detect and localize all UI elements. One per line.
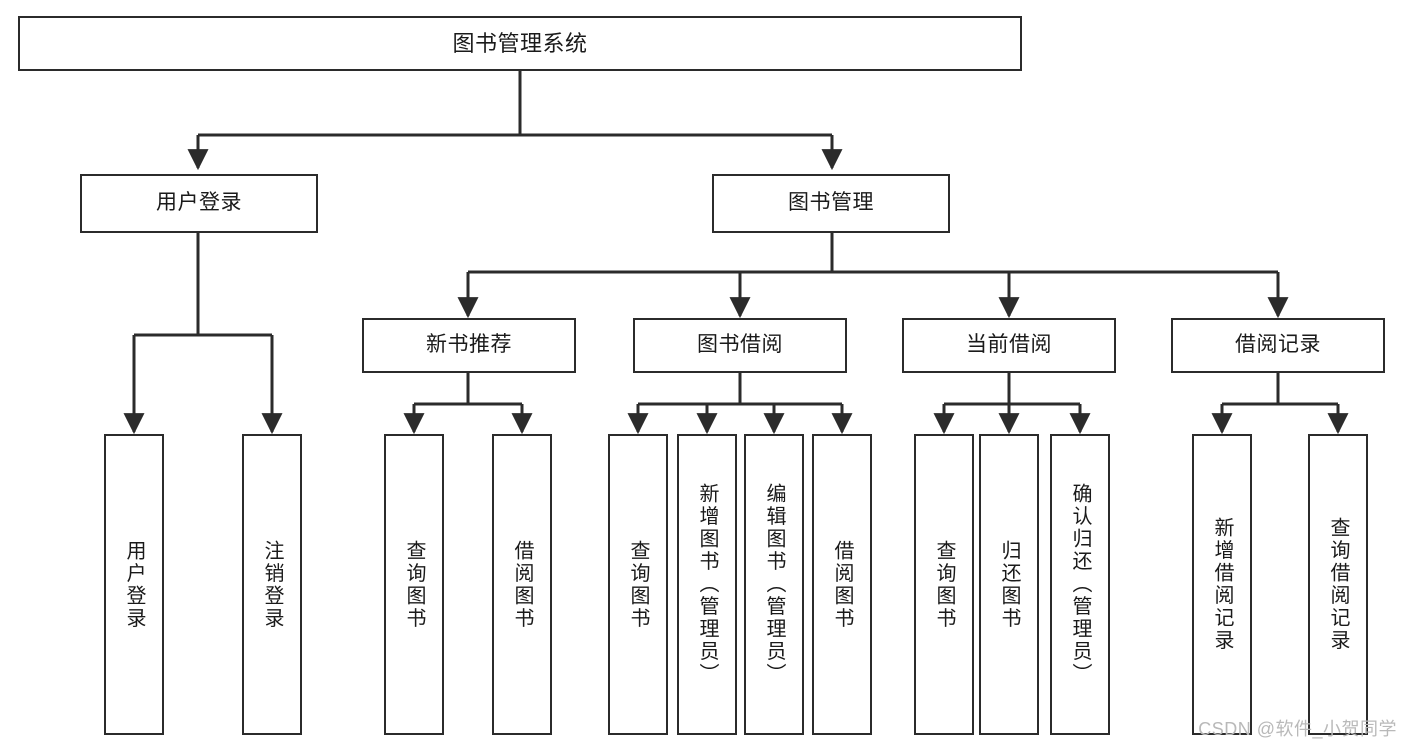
node-leaf-confirm-return-admin[interactable]: 确认归还（管理员） — [1050, 434, 1110, 735]
node-label: 图书借阅 — [697, 333, 783, 357]
node-leaf-query-book-recommend[interactable]: 查询图书 — [384, 434, 444, 735]
node-label: 新书推荐 — [426, 333, 512, 357]
node-label: 编辑图书（管理员） — [763, 483, 785, 686]
node-book-borrow[interactable]: 图书借阅 — [633, 318, 847, 373]
node-label: 当前借阅 — [966, 333, 1052, 357]
node-current-borrow[interactable]: 当前借阅 — [902, 318, 1116, 373]
node-user-login[interactable]: 用户登录 — [80, 174, 318, 233]
node-leaf-user-logout[interactable]: 注销登录 — [242, 434, 302, 735]
node-label: 查询借阅记录 — [1327, 517, 1349, 652]
node-book-management[interactable]: 图书管理 — [712, 174, 950, 233]
node-leaf-user-login[interactable]: 用户登录 — [104, 434, 164, 735]
node-leaf-add-borrow-record[interactable]: 新增借阅记录 — [1192, 434, 1252, 735]
node-label: 查询图书 — [403, 539, 425, 630]
node-label: 新增图书（管理员） — [696, 483, 718, 686]
node-leaf-borrow-book[interactable]: 借阅图书 — [812, 434, 872, 735]
node-leaf-query-book-current[interactable]: 查询图书 — [914, 434, 974, 735]
node-label: 查询图书 — [933, 539, 955, 630]
node-label: 图书管理系统 — [452, 30, 588, 56]
node-new-book-recommend[interactable]: 新书推荐 — [362, 318, 576, 373]
node-label: 新增借阅记录 — [1211, 517, 1233, 652]
node-label: 用户登录 — [123, 539, 145, 630]
node-leaf-return-book[interactable]: 归还图书 — [979, 434, 1039, 735]
node-label: 注销登录 — [261, 539, 283, 630]
node-label: 借阅图书 — [511, 539, 533, 630]
node-leaf-borrow-book-recommend[interactable]: 借阅图书 — [492, 434, 552, 735]
node-label: 归还图书 — [998, 539, 1020, 630]
node-label: 借阅记录 — [1235, 333, 1321, 357]
node-label: 确认归还（管理员） — [1069, 483, 1091, 686]
node-leaf-query-borrow-record[interactable]: 查询借阅记录 — [1308, 434, 1368, 735]
node-label: 图书管理 — [788, 191, 874, 215]
csdn-watermark: CSDN @软件_小贺同学 — [1198, 719, 1397, 739]
node-leaf-query-book-borrow[interactable]: 查询图书 — [608, 434, 668, 735]
node-leaf-edit-book-admin[interactable]: 编辑图书（管理员） — [744, 434, 804, 735]
node-label: 用户登录 — [156, 191, 242, 215]
node-borrow-record[interactable]: 借阅记录 — [1171, 318, 1385, 373]
node-root-system[interactable]: 图书管理系统 — [18, 16, 1022, 71]
node-leaf-add-book-admin[interactable]: 新增图书（管理员） — [677, 434, 737, 735]
node-label: 查询图书 — [627, 539, 649, 630]
node-label: 借阅图书 — [831, 539, 853, 630]
